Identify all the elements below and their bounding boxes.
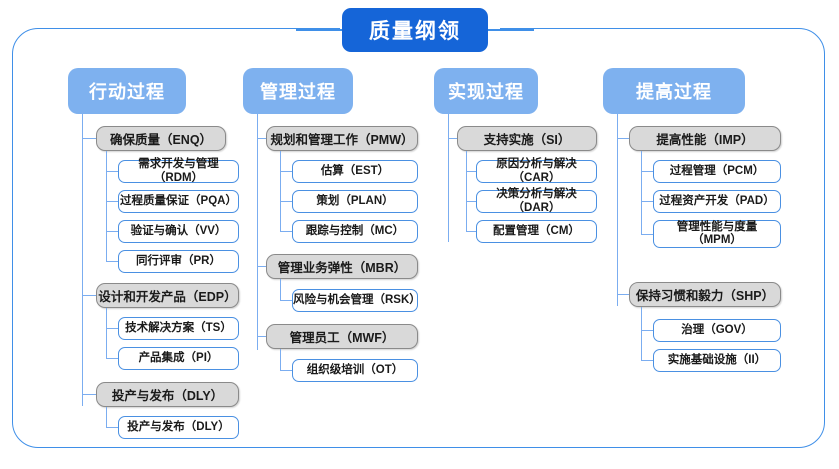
column-2-spine <box>257 114 259 350</box>
group-box-si[interactable]: 支持实施（SI） <box>457 126 597 151</box>
connector-rsk <box>280 300 292 302</box>
connector-car <box>466 171 476 173</box>
column-3-spine <box>448 114 450 242</box>
leaf-box-vv[interactable]: 验证与确认（VV） <box>118 220 239 243</box>
connector-c2g2 <box>257 266 266 268</box>
category-header-2[interactable]: 管理过程 <box>243 68 353 114</box>
connector-rdm <box>106 171 118 173</box>
leaf-box-gov[interactable]: 治理（GOV） <box>653 319 781 342</box>
group-box-mbr[interactable]: 管理业务弹性（MBR） <box>266 254 418 279</box>
category-header-1[interactable]: 行动过程 <box>68 68 186 114</box>
group-spine-enq <box>106 151 108 261</box>
group-spine-mbr <box>280 279 282 300</box>
connector-c1g2 <box>82 295 96 297</box>
group-spine-imp <box>641 151 643 234</box>
group-box-mwf[interactable]: 管理员工（MWF） <box>266 324 418 349</box>
connector-plan <box>280 201 292 203</box>
leaf-box-pcm[interactable]: 过程管理（PCM） <box>653 160 781 183</box>
connector-c1g1 <box>82 138 96 140</box>
leaf-box-ii[interactable]: 实施基础设施（II） <box>653 349 781 372</box>
column-1-spine <box>82 114 84 406</box>
connector-pad <box>641 201 653 203</box>
leaf-box-pi[interactable]: 产品集成（PI） <box>118 347 239 370</box>
leaf-box-pqa[interactable]: 过程质量保证（PQA） <box>118 190 239 213</box>
connector-gov <box>641 330 653 332</box>
category-header-3[interactable]: 实现过程 <box>434 68 538 114</box>
group-spine-si <box>466 151 468 231</box>
leaf-box-mpm[interactable]: 管理性能与度量 （MPM） <box>653 220 781 248</box>
leaf-box-dar[interactable]: 决策分析与解决（DAR） <box>476 188 597 214</box>
leaf-box-ot[interactable]: 组织级培训（OT） <box>292 359 418 382</box>
group-box-imp[interactable]: 提高性能（IMP） <box>629 126 781 151</box>
group-spine-edp <box>106 308 108 358</box>
connector-ii <box>641 360 653 362</box>
leaf-box-rsk[interactable]: 风险与机会管理（RSK） <box>292 289 421 312</box>
connector-pqa <box>106 201 118 203</box>
leaf-box-pr[interactable]: 同行评审（PR） <box>118 250 239 273</box>
connector-c1g3 <box>82 394 96 396</box>
connector-c4g2 <box>617 294 629 296</box>
connector-mpm <box>641 234 653 236</box>
title-connector-left <box>296 29 344 31</box>
connector-ts <box>106 328 118 330</box>
connector-dly-child <box>106 427 118 429</box>
connector-vv <box>106 231 118 233</box>
group-box-edp[interactable]: 设计和开发产品（EDP） <box>96 283 239 308</box>
connector-c3g1 <box>448 138 457 140</box>
connector-ot <box>280 370 292 372</box>
group-spine-shp <box>641 307 643 360</box>
leaf-box-cm[interactable]: 配置管理（CM） <box>476 220 597 243</box>
connector-pi <box>106 358 118 360</box>
group-box-enq[interactable]: 确保质量（ENQ） <box>96 126 226 151</box>
group-spine-pmw <box>280 151 282 231</box>
leaf-box-mc[interactable]: 跟踪与控制（MC） <box>292 220 418 243</box>
connector-c2g3 <box>257 336 266 338</box>
group-spine-mwf <box>280 349 282 370</box>
leaf-box-plan[interactable]: 策划（PLAN） <box>292 190 418 213</box>
title-connector-right <box>486 29 534 31</box>
group-box-shp[interactable]: 保持习惯和毅力（SHP） <box>629 282 781 307</box>
leaf-box-est[interactable]: 估算（EST） <box>292 160 418 183</box>
connector-cm <box>466 231 476 233</box>
leaf-box-car[interactable]: 原因分析与解决（CAR） <box>476 158 597 184</box>
connector-est <box>280 171 292 173</box>
leaf-box-pad[interactable]: 过程资产开发（PAD） <box>653 190 781 213</box>
category-header-4[interactable]: 提高过程 <box>603 68 745 114</box>
connector-pcm <box>641 171 653 173</box>
diagram-title: 质量纲领 <box>342 8 488 52</box>
leaf-box-rdm[interactable]: 需求开发与管理（RDM） <box>118 158 239 184</box>
connector-dar <box>466 201 476 203</box>
leaf-box-ts[interactable]: 技术解决方案（TS） <box>118 317 239 340</box>
connector-mc <box>280 231 292 233</box>
group-box-pmw[interactable]: 规划和管理工作（PMW） <box>266 126 418 151</box>
connector-c2g1 <box>257 138 266 140</box>
leaf-box-dly[interactable]: 投产与发布（DLY） <box>118 416 239 439</box>
group-box-dly[interactable]: 投产与发布（DLY） <box>96 382 239 407</box>
group-spine-dly <box>106 407 108 427</box>
connector-c4g1 <box>617 138 629 140</box>
connector-pr <box>106 261 118 263</box>
column-4-spine <box>617 114 619 306</box>
